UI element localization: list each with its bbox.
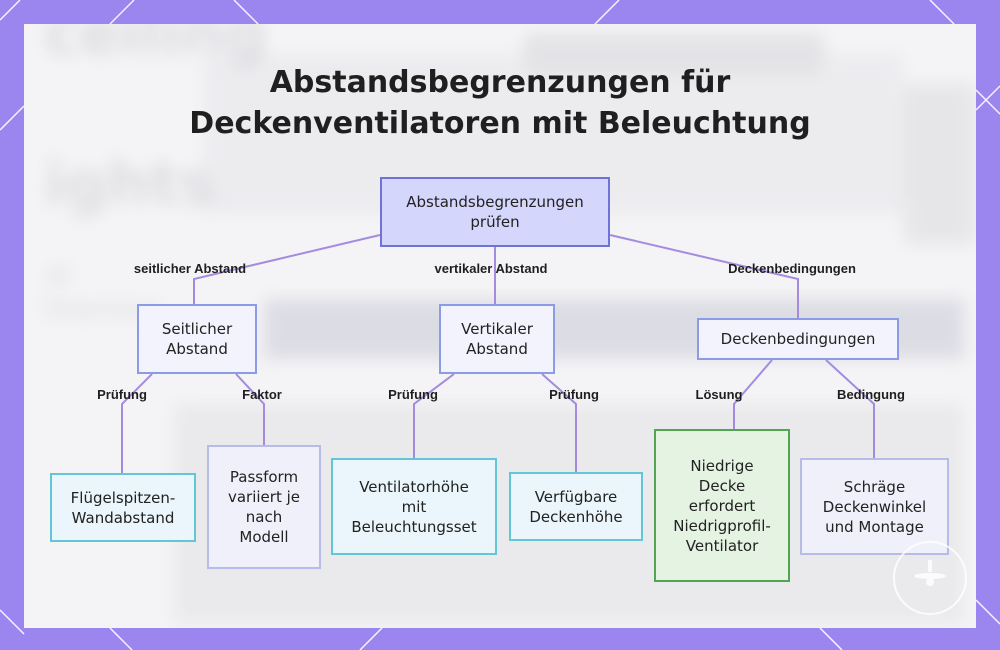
diagram-edges <box>121 234 875 473</box>
edge-decken-niedrig <box>733 359 773 429</box>
node-deckenbedingungen: Deckenbedingungen <box>697 318 899 360</box>
edge-label-loesung: Lösung <box>695 387 743 402</box>
node-passform-variiert: Passform variiert je nach Modell <box>207 445 321 569</box>
edge-vertikaler-verfuegbar <box>541 373 577 472</box>
node-schraege-deckenwinkel: Schräge Deckenwinkel und Montage <box>800 458 949 555</box>
svg-text:al: al <box>44 257 71 292</box>
edge-decken-schraeg <box>825 359 875 458</box>
node-verfuegbare-deckenhoehe: Verfügbare Deckenhöhe <box>509 472 643 541</box>
svg-text:ights: ights <box>44 149 215 219</box>
edge-label-bedingung: Bedingung <box>837 387 905 402</box>
node-vertikaler-abstand: Vertikaler Abstand <box>439 304 555 374</box>
node-fluegelspitzen-wandabstand: Flügelspitzen- Wandabstand <box>50 473 196 542</box>
svg-text:ceiling: ceiling <box>44 24 268 69</box>
edge-root-decken <box>609 234 799 318</box>
diagram-card: ceiling ights al thening Abstandsbegrenz… <box>24 24 976 628</box>
edge-label-faktor: Faktor <box>242 387 282 402</box>
edge-label-pruefung-3: Prüfung <box>549 387 599 402</box>
edge-label-pruefung-1: Prüfung <box>97 387 147 402</box>
node-ventilatorhoehe-beleuchtungsset: Ventilatorhöhe mit Beleuchtungsset <box>331 458 497 555</box>
edge-seitlicher-fluegel <box>121 373 153 473</box>
edge-label-pruefung-2: Prüfung <box>388 387 438 402</box>
diagram-title: Abstandsbegrenzungen für Deckenventilato… <box>189 65 811 141</box>
edge-seitlicher-passform <box>235 373 265 445</box>
edge-label-seitlicher-abstand: seitlicher Abstand <box>133 261 247 276</box>
edge-label-deckenbedingungen: Deckenbedingungen <box>728 261 856 276</box>
node-abstandsbegrenzungen-pruefen: Abstandsbegrenzungen prüfen <box>380 177 610 247</box>
node-niedrige-decke: Niedrige Decke erfordert Niedrigprofil- … <box>654 429 790 582</box>
edge-root-seitlicher <box>193 234 381 304</box>
fan-logo-icon <box>893 541 967 615</box>
edge-label-vertikaler-abstand: vertikaler Abstand <box>434 261 548 276</box>
node-seitlicher-abstand: Seitlicher Abstand <box>137 304 257 374</box>
edge-vertikaler-ventilator <box>413 373 455 458</box>
